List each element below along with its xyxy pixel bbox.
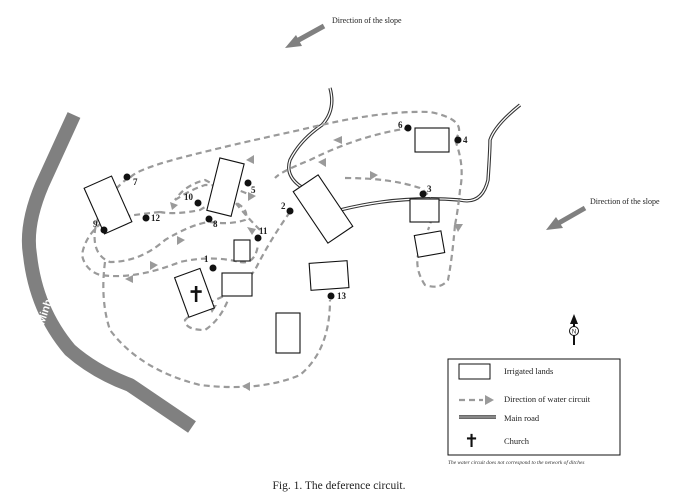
point-8 xyxy=(205,215,213,223)
point-label-5: 5 xyxy=(251,185,256,195)
parcel-2 xyxy=(292,174,354,244)
point-label-8: 8 xyxy=(213,219,218,229)
point-9 xyxy=(100,226,108,234)
legend-irrigated-swatch xyxy=(458,363,491,380)
water-circuit xyxy=(80,110,463,389)
point-5 xyxy=(244,179,252,187)
point-13 xyxy=(327,292,335,300)
legend-water-arrow xyxy=(485,395,494,405)
legend-church-label: Church xyxy=(504,436,530,446)
parcel-11 xyxy=(233,239,251,262)
point-4 xyxy=(454,136,462,144)
legend-irrigated-label: Irrigated lands xyxy=(504,366,553,376)
legend-water-label: Direction of water circuit xyxy=(504,394,591,404)
legend: Irrigated lands Direction of water circu… xyxy=(447,358,621,456)
point-labels: 1 2 3 4 6 5 7 8 9 10 11 12 13 xyxy=(93,120,468,301)
point-label-3: 3 xyxy=(427,184,432,194)
point-6 xyxy=(404,124,412,132)
point-label-1: 1 xyxy=(204,254,209,264)
slope-label-top: Direction of the slope xyxy=(332,16,402,25)
church-icon-map: ✝ xyxy=(187,283,205,308)
church-icon: ✝ xyxy=(464,431,479,452)
point-label-13: 13 xyxy=(337,291,347,301)
point-label-2: 2 xyxy=(281,201,286,211)
parcel-south xyxy=(275,312,301,354)
parcel-5 xyxy=(206,157,245,218)
point-3 xyxy=(419,190,427,198)
point-12 xyxy=(142,214,150,222)
compass-label: N xyxy=(572,330,576,336)
church-building xyxy=(173,267,216,318)
point-7 xyxy=(123,173,131,181)
land-parcels xyxy=(83,127,450,354)
parcel-3 xyxy=(409,198,440,223)
figure-caption: Fig. 1. The deference circuit. xyxy=(273,480,406,492)
minho-river xyxy=(21,112,196,433)
point-label-4: 4 xyxy=(463,135,468,145)
point-label-9: 9 xyxy=(93,219,98,229)
point-11 xyxy=(254,234,262,242)
point-label-6: 6 xyxy=(398,120,403,130)
parcel-6 xyxy=(414,127,450,153)
point-1 xyxy=(209,264,217,272)
parcel-13 xyxy=(308,260,350,291)
slope-arrow-top xyxy=(285,23,326,48)
circuit-note: The water circuit does not correspond to… xyxy=(448,459,584,466)
north-arrow-icon: N xyxy=(569,314,579,345)
point-label-7: 7 xyxy=(133,177,138,187)
point-label-11: 11 xyxy=(259,226,268,236)
flow-arrows xyxy=(125,136,463,391)
points xyxy=(100,124,462,300)
parcel-3b xyxy=(413,230,446,258)
legend-road-label: Main road xyxy=(504,413,540,423)
point-label-10: 10 xyxy=(184,192,194,202)
point-10 xyxy=(194,199,202,207)
main-road xyxy=(287,87,522,212)
slope-arrow-right xyxy=(546,205,587,230)
parcel-7 xyxy=(83,175,133,235)
point-2 xyxy=(286,207,294,215)
point-label-12: 12 xyxy=(151,213,161,223)
parcel-1b xyxy=(221,272,253,297)
slope-label-right: Direction of the slope xyxy=(590,197,660,206)
